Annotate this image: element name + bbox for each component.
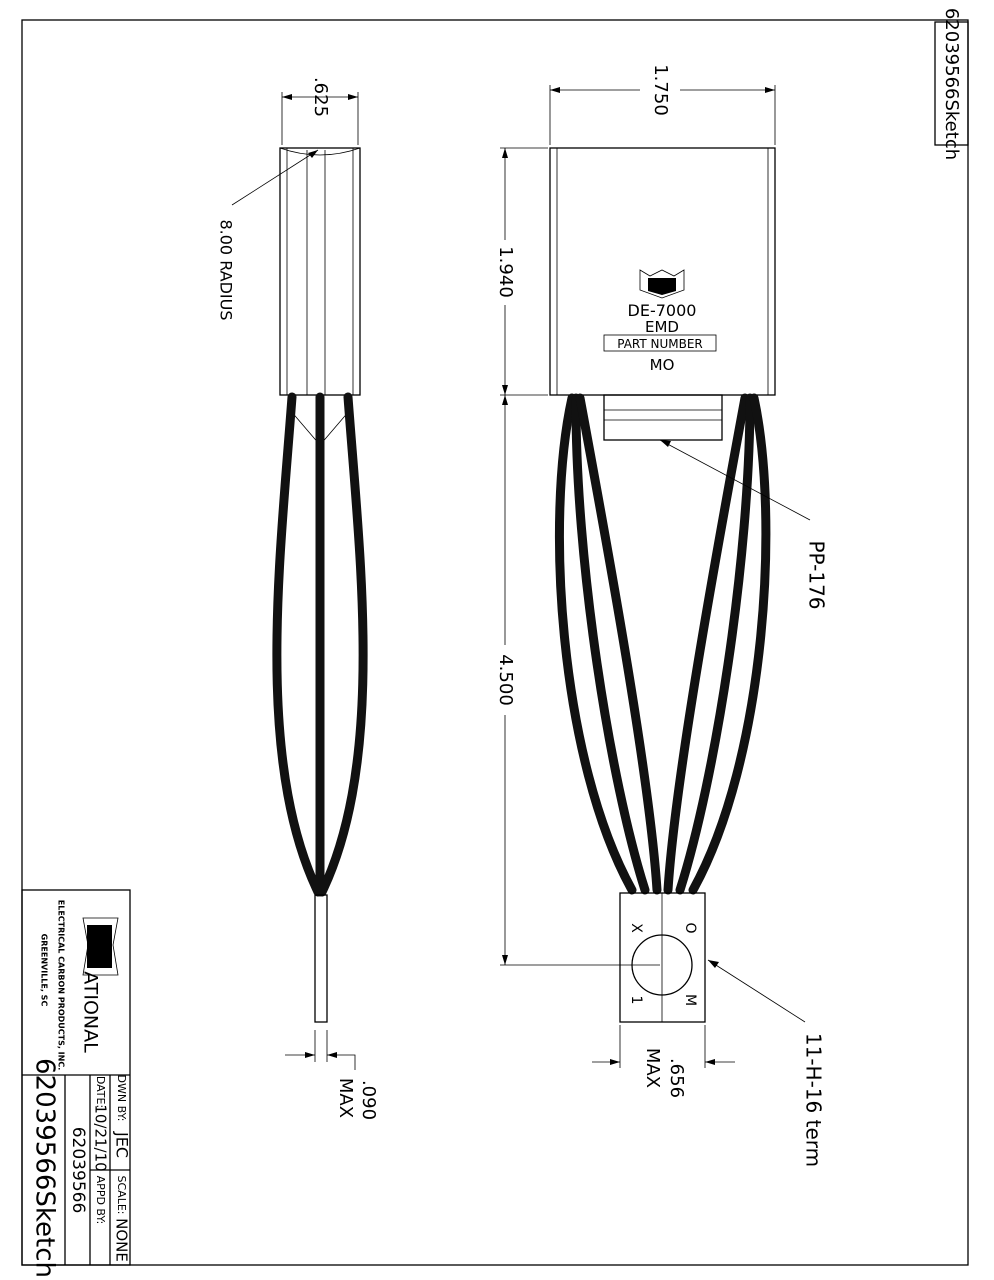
dim-lead-length: 4.500 <box>495 654 516 706</box>
terminal-mark: M <box>682 994 698 1006</box>
grade-text: DE-7000 <box>628 301 697 320</box>
terminal-mark: O <box>682 922 698 933</box>
sheet-label-text: 62039566Sketch <box>941 8 962 160</box>
date-value: 10/21/10 <box>92 1104 110 1171</box>
mo-text: MO <box>650 356 675 374</box>
dim-body-width: 1.750 <box>650 64 671 116</box>
drawn-by-label: DWN BY: <box>115 1075 128 1122</box>
dim-side-width: .625 <box>310 77 331 117</box>
shunt-block <box>603 394 723 441</box>
body-marking: DE-7000 EMD PART NUMBER MO <box>603 269 717 374</box>
scale-value: NONE <box>113 1218 131 1262</box>
title-block: ATIONAL ELECTRICAL CARBON PRODUCTS, INC.… <box>21 889 132 1278</box>
scale-label: SCALE: <box>115 1176 128 1215</box>
terminal-mark: X <box>628 923 644 933</box>
side-wire <box>272 392 323 897</box>
approved-by-label: APPD BY: <box>94 1176 107 1225</box>
front-wire <box>675 393 755 895</box>
front-view: DE-7000 EMD PART NUMBER MO X O 1 M 1.750 <box>495 64 829 1167</box>
callout-shunt: PP-176 <box>805 540 829 609</box>
drawn-by: JEC <box>113 1131 132 1158</box>
date-label: DATE: <box>94 1076 107 1108</box>
front-wire <box>688 393 771 895</box>
drawing-frame <box>21 19 969 1266</box>
side-wire <box>317 392 368 897</box>
dim-terminal-width: .656 <box>666 1058 687 1098</box>
national-logo-icon <box>639 269 685 299</box>
side-view: .625 8.00 RADIUS .090 MAX <box>217 77 380 1120</box>
front-wire <box>571 393 650 895</box>
terminal: X O 1 M <box>619 892 706 1023</box>
company-name: ATIONAL <box>80 971 102 1053</box>
front-wire <box>575 393 662 895</box>
side-terminal <box>314 894 328 1023</box>
sheet-label: 62039566Sketch <box>934 8 969 160</box>
terminal-mark: 1 <box>628 996 644 1005</box>
part-number-label: PART NUMBER <box>617 337 703 351</box>
company-line: ELECTRICAL CARBON PRODUCTS, INC. <box>57 900 66 1071</box>
dim-lead-thickness-note: MAX <box>335 1078 356 1118</box>
dim-terminal-width-note: MAX <box>642 1048 663 1088</box>
drawing-name: 62039566Sketch <box>30 1058 60 1278</box>
dim-radius: 8.00 RADIUS <box>217 219 236 320</box>
callout-terminal: 11-H-16 term <box>802 1033 826 1167</box>
dim-body-height: 1.940 <box>495 246 516 298</box>
front-wire <box>663 393 750 895</box>
brush-side-body <box>279 147 361 396</box>
front-wire <box>554 393 637 895</box>
company-location: GREENVILLE, SC <box>40 934 49 1007</box>
emd-text: EMD <box>645 318 679 336</box>
part-number: 62039566 <box>68 1127 88 1214</box>
dim-lead-thickness: .090 <box>358 1080 379 1120</box>
